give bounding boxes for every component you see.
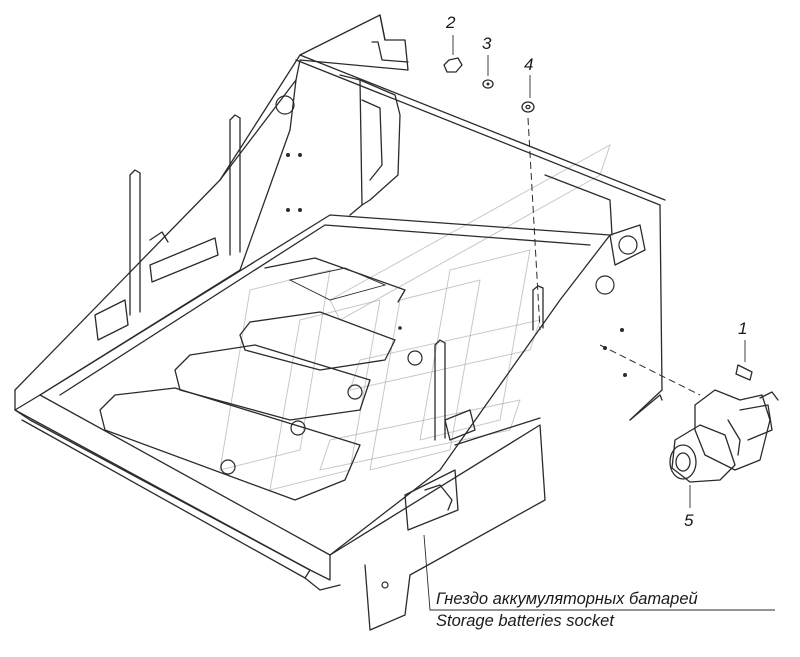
relay <box>599 344 779 508</box>
threaded-rods <box>129 114 544 441</box>
label-part-3: 3 <box>482 34 492 53</box>
right-bracket <box>329 394 663 631</box>
caption-leader <box>423 534 775 611</box>
label-part-1: 1 <box>738 319 748 338</box>
caption-english: Storage batteries socket <box>436 612 614 630</box>
bolt <box>735 340 753 381</box>
tray-floor <box>39 214 611 556</box>
label-part-5: 5 <box>684 511 694 530</box>
label-part-2: 2 <box>446 13 456 32</box>
label-part-4: 4 <box>524 55 534 74</box>
front-rail <box>14 409 341 591</box>
rear-wall <box>219 14 666 421</box>
left-side-wall <box>14 79 297 411</box>
caption-russian: Гнездо аккумуляторных батарей <box>436 590 698 608</box>
fasteners <box>443 35 541 331</box>
